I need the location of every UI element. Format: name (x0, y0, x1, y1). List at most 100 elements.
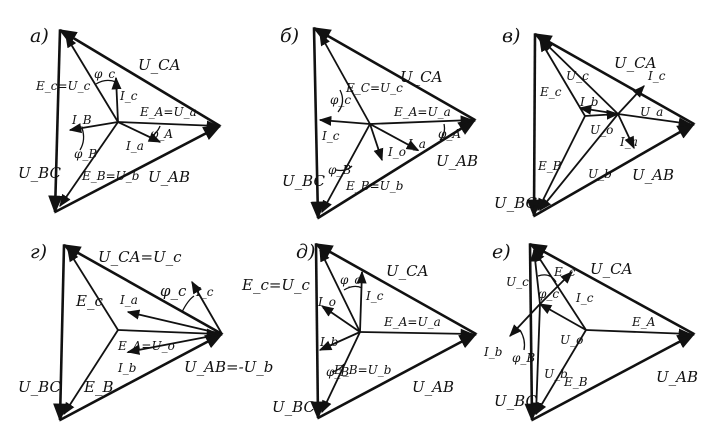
vector-u-bc (310, 243, 326, 420)
vector-i-c (318, 115, 371, 126)
label-u-bc: U_BC (494, 392, 537, 410)
vector-e-b (535, 329, 587, 416)
label-u-ab: U_AB (656, 368, 698, 386)
vector-e-c (539, 38, 586, 117)
label-u-bc: U_BC (18, 378, 61, 396)
arc-phi-b (519, 329, 526, 351)
panel-b: б) U_CA U_BC U_AB E_C=U_c E_A=U_a E_B=U_… (280, 25, 478, 220)
label-i-o: I_o (317, 295, 336, 309)
label-e-b: E_B (563, 375, 588, 389)
vector-u-ca (314, 242, 477, 336)
panel-a: а) U_CA U_BC U_AB E_c=U_c E_A=U_a E_B=U_… (18, 25, 222, 214)
vector-u-b (531, 303, 542, 416)
panel-e: д) U_CA U_BC U_AB E_c=U_c E_A=U_a E_B=U_… (241, 241, 478, 420)
label-u-ca: U_CA=U_c (98, 248, 182, 266)
label-u-a: U_a (640, 105, 663, 119)
label-i-c: I_c (365, 289, 384, 303)
vector-u-ab (59, 332, 224, 422)
label-e-c: E_c=U_c (35, 79, 91, 93)
vector-u-ab (317, 118, 477, 220)
vector-e-c (533, 248, 587, 331)
label-phi-a: φ_A (438, 127, 461, 141)
panel-c-title: в) (502, 25, 520, 47)
vector-i-a (117, 121, 162, 143)
label-e-c: E_c (75, 292, 103, 310)
label-u-ab: U_AB (148, 168, 190, 186)
label-e-c: E_c (553, 265, 576, 279)
label-e-c: E_C=U_c (345, 81, 403, 95)
vector-e-a (117, 120, 220, 131)
label-e-c: E_c (539, 85, 562, 99)
label-u-c: U_c (566, 69, 589, 83)
vector-i-o (369, 123, 384, 162)
vector-i-b (68, 121, 119, 134)
label-phi-c: φ_c (340, 273, 361, 287)
vector-u-ca (528, 242, 695, 336)
arc-phi-c (343, 285, 363, 291)
label-u-ca: U_CA (614, 54, 657, 72)
vector-e-c (65, 34, 119, 123)
label-e-b: E_B=U_b (345, 179, 403, 193)
vector-u-ab (533, 122, 696, 218)
label-i-c: I_c (119, 89, 138, 103)
vector-u-c (541, 39, 619, 115)
vector-i-b (318, 331, 361, 351)
arc-phi-a (439, 123, 446, 141)
label-u-ab: U_AB (412, 378, 454, 396)
label-e-b: E_B=U_b (81, 169, 139, 183)
vector-e-c (319, 248, 361, 333)
label-phi-b: φ_B (326, 365, 349, 379)
panel-a-title: а) (30, 25, 49, 47)
arc-phi-c (181, 295, 195, 313)
label-e-a: E_A=U_o (117, 339, 175, 353)
vector-e-b (63, 329, 119, 416)
arc-phi-a (149, 125, 161, 139)
label-e-a: E_A=U_a (139, 105, 197, 119)
label-e-a: E_A=U_a (383, 315, 441, 329)
vector-u-bc (48, 29, 63, 214)
vector-e-a (359, 328, 474, 339)
vector-u-c (530, 248, 541, 305)
vector-u-bc (524, 243, 540, 422)
vector-i-c (539, 271, 573, 305)
label-u-ca: U_CA (138, 56, 181, 74)
vector-i-b (578, 104, 619, 115)
label-u-bc: U_BC (494, 194, 537, 212)
label-i-o: I_o (387, 145, 406, 159)
label-i-c: I_c (575, 291, 594, 305)
label-i-c: I_c (647, 69, 666, 83)
arc-phi-c (337, 89, 344, 113)
label-u-o: U_o (560, 333, 583, 347)
label-u-ab: U_AB=-U_b (184, 358, 273, 376)
vector-i-o (320, 305, 361, 333)
vector-i-a (126, 309, 223, 335)
panel-b-title: б) (280, 25, 299, 47)
label-i-c: I_c (195, 285, 214, 299)
arc-phi-c (95, 79, 117, 85)
label-i-c: I_c (321, 129, 340, 143)
label-u-b: U_b (544, 367, 568, 381)
label-phi-b: φ_B (74, 147, 97, 161)
label-e-b: E_B (83, 378, 113, 396)
vector-u-ab (317, 332, 478, 420)
label-u-bc: U_BC (272, 398, 315, 416)
label-phi-a: φ_A (150, 127, 173, 141)
vector-i-b (509, 303, 541, 337)
label-u-bc: U_BC (18, 164, 61, 182)
label-phi-c: φ_c (330, 93, 351, 107)
label-e-a: E_A=U_a (393, 105, 451, 119)
vector-i-c (356, 270, 367, 333)
label-e-a: E_A (631, 315, 656, 329)
label-u-c: U_c (506, 275, 529, 289)
label-phi-b: φ_B (328, 163, 351, 177)
panel-f-title: е) (492, 241, 511, 263)
panel-f: е) U_CA U_BC U_AB E_c E_A E_B U_c U_b U_… (483, 241, 698, 422)
label-phi-c: φ_c (538, 287, 559, 301)
label-i-a: I_a (619, 135, 638, 149)
label-u-b: U_b (588, 167, 612, 181)
label-e-b: E_B (537, 159, 562, 173)
label-e-b: E_B=U_b (333, 363, 391, 377)
vector-e-a (117, 328, 220, 339)
label-u-ca: U_CA (590, 260, 633, 278)
arc-phi-b (335, 165, 353, 172)
